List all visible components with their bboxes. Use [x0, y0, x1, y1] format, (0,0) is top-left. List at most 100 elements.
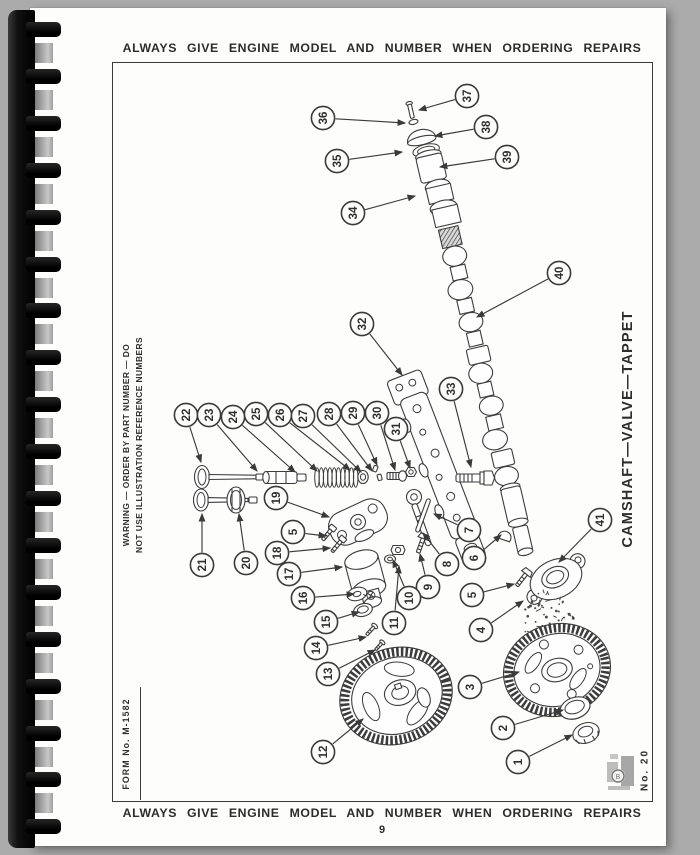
- callout-circle-11: [381, 610, 407, 636]
- binding-tooth: [26, 631, 61, 647]
- callout-circle-14: [303, 635, 329, 661]
- callout-number-30: 30: [372, 407, 384, 420]
- binding-notch: [33, 418, 53, 439]
- callout-number-20: 20: [241, 557, 253, 570]
- screw-item-37: [407, 103, 415, 119]
- form-number: FORM No. M-1582: [121, 698, 131, 790]
- binding-notch: [33, 652, 53, 673]
- callout-circle-5: [280, 519, 306, 545]
- valve-group: [192, 464, 418, 514]
- warning-line-1: WARNING — ORDER BY PART NUMBER — DO: [121, 343, 131, 547]
- binding-tooth: [26, 303, 61, 319]
- callout-circle-30: [364, 400, 390, 426]
- binding-tooth: [26, 584, 61, 600]
- callout-circle-27: [290, 403, 316, 429]
- nut-item-31: [404, 466, 418, 478]
- stem-guide-item-24: [264, 470, 298, 485]
- callout-arrow-31: [399, 440, 411, 470]
- callout-number-28: 28: [324, 407, 336, 420]
- callout-number-40: 40: [554, 267, 566, 280]
- callout-number-15: 15: [321, 615, 333, 628]
- callout-number-21: 21: [197, 558, 209, 571]
- callout-arrow-3: [481, 670, 521, 684]
- callout-arrow-20: [236, 512, 245, 551]
- callout-arrow-30: [380, 424, 397, 472]
- callout-arrow-33: [453, 401, 473, 469]
- binding-tooth: [26, 115, 61, 131]
- callout-circle-19: [263, 485, 289, 511]
- washer-item-36: [408, 118, 419, 126]
- callout-arrow-7: [432, 513, 458, 526]
- binding-notch: [33, 699, 53, 720]
- binding-tooth: [26, 725, 61, 741]
- binding-tooth: [26, 678, 61, 694]
- callout-number-27: 27: [298, 410, 310, 423]
- callout-circle-32: [349, 311, 375, 337]
- washer-item-2: [559, 696, 591, 720]
- callout-number-11: 11: [389, 616, 401, 629]
- svg-text:B: B: [616, 774, 621, 781]
- callout-arrow-39: [438, 158, 495, 170]
- retainer-item-28: [357, 469, 369, 485]
- callout-circle-31: [383, 416, 409, 442]
- camshaft-gear-item-12: [339, 646, 453, 746]
- callout-arrow-11: [394, 564, 402, 611]
- callout-number-36: 36: [318, 112, 330, 125]
- bolt-item-14: [365, 622, 379, 637]
- callout-number-16: 16: [298, 592, 310, 605]
- callout-arrow-17: [301, 564, 344, 573]
- binding-notch: [33, 512, 53, 532]
- binding-notch: [33, 277, 53, 298]
- bolt-item-30: [386, 470, 408, 482]
- callout-circle-39: [494, 144, 520, 170]
- camshaft-assembly: [405, 100, 534, 557]
- spiral-binding-spine: [8, 10, 35, 848]
- callout-arrow-5: [305, 531, 328, 539]
- callout-arrow-26: [289, 422, 351, 471]
- binding-tooth: [26, 444, 61, 460]
- callout-number-3: 3: [465, 684, 477, 690]
- callout-circle-2: [490, 715, 516, 741]
- callout-number-4: 4: [476, 626, 488, 633]
- binding-notch: [33, 465, 53, 486]
- callout-arrow-15: [337, 610, 361, 619]
- callout-circle-35: [324, 148, 350, 174]
- callout-arrow-2: [514, 708, 565, 725]
- callout-number-13: 13: [323, 668, 335, 681]
- callout-number-17: 17: [284, 568, 296, 581]
- callout-number-18: 18: [272, 546, 284, 559]
- callout-circle-41: [587, 507, 613, 533]
- callout-number-24: 24: [228, 410, 240, 423]
- callout-number-10: 10: [404, 592, 416, 605]
- callout-arrow-8: [422, 532, 440, 555]
- callout-circle-10: [396, 585, 422, 611]
- callout-number-22: 22: [181, 409, 193, 422]
- binding-tooth: [26, 350, 61, 366]
- callout-arrow-40: [475, 278, 549, 318]
- callout-arrow-14: [328, 635, 368, 646]
- callout-circle-21: [189, 552, 215, 578]
- callout-circle-15: [313, 609, 339, 635]
- callout-arrow-36: [335, 118, 407, 126]
- callout-number-7: 7: [464, 527, 476, 533]
- valve-spring-item-26: [314, 467, 359, 488]
- callout-circle-34: [340, 200, 366, 226]
- callout-number-39: 39: [502, 151, 514, 164]
- callout-circle-7: [456, 517, 482, 543]
- callout-circle-38: [473, 114, 499, 140]
- callout-number-12: 12: [318, 746, 330, 759]
- callout-number-31: 31: [391, 422, 403, 435]
- callout-number-37: 37: [462, 90, 474, 103]
- binding-notch: [33, 371, 53, 392]
- callout-number-5: 5: [467, 591, 479, 598]
- callout-circle-18: [264, 540, 290, 566]
- callout-arrow-16: [315, 591, 356, 599]
- callout-circle-25: [243, 401, 269, 427]
- callout-arrow-29: [357, 424, 378, 467]
- plate-title: CAMSHAFT—VALVE—TAPPET: [620, 310, 636, 548]
- callout-circle-16: [290, 585, 316, 611]
- callout-number-35: 35: [332, 154, 344, 167]
- callout-number-25: 25: [251, 407, 263, 420]
- callout-circle-12: [310, 739, 336, 765]
